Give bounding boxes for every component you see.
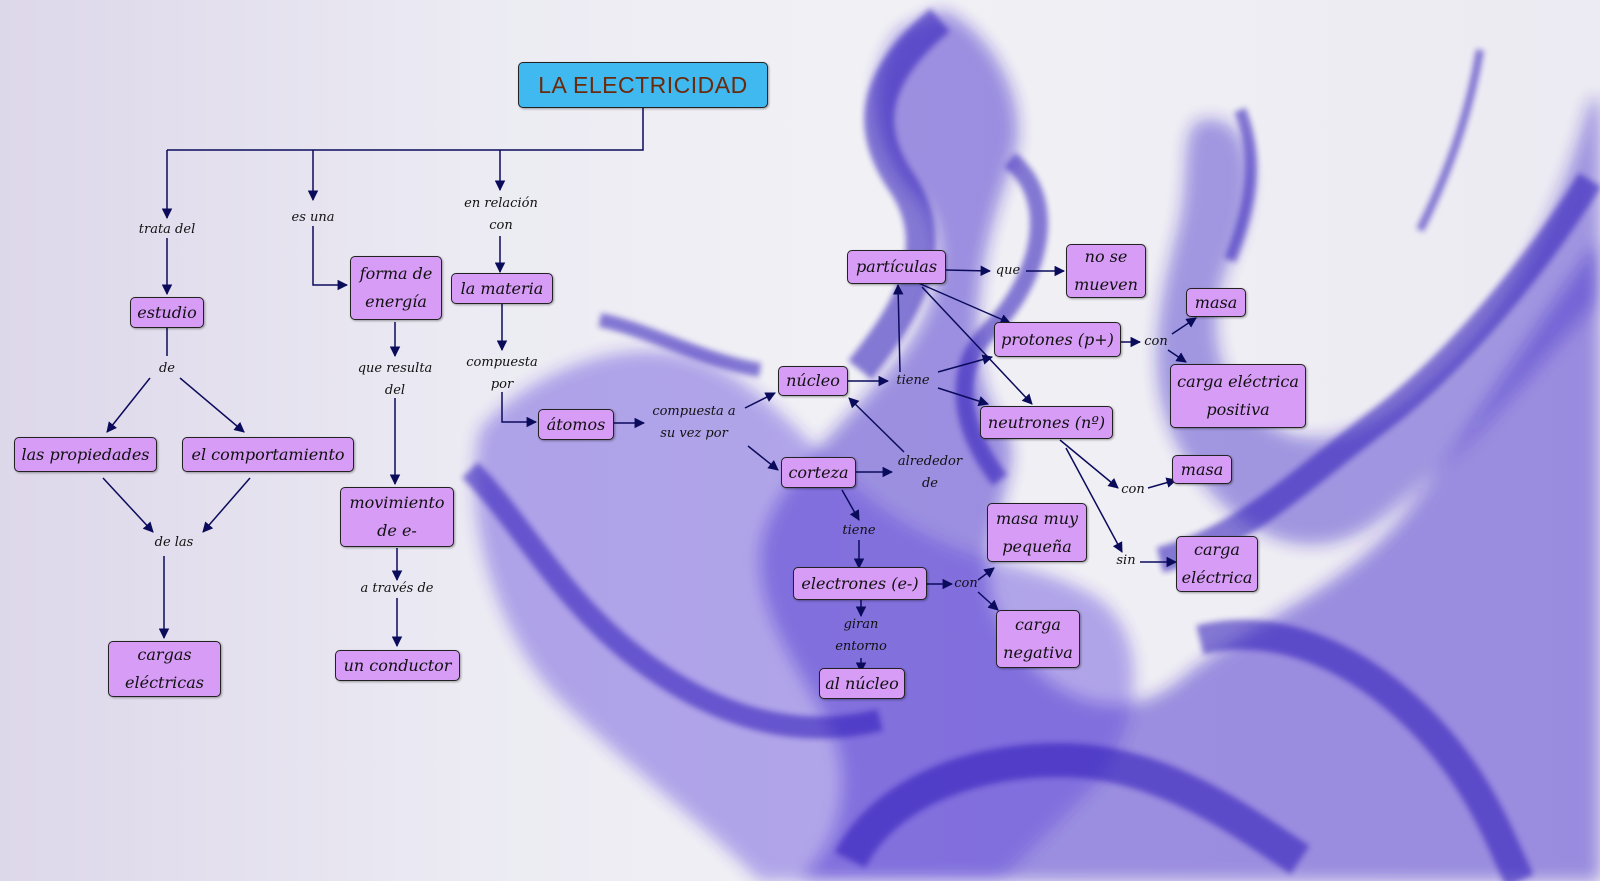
link-line: compuesta — [455, 352, 549, 374]
link-line: entorno — [826, 636, 896, 658]
link-line: alrededor — [888, 451, 972, 473]
link-tiene-nucleo: tiene — [888, 370, 938, 392]
root-node-la-electricidad[interactable]: LA ELECTRICIDAD — [518, 62, 768, 108]
node-corteza[interactable]: corteza — [781, 457, 856, 488]
node-label: cargas — [137, 641, 191, 669]
node-label: no se — [1085, 243, 1128, 271]
node-label: negativa — [1003, 639, 1073, 667]
link-de-las: de las — [140, 532, 208, 554]
link-sin: sin — [1112, 550, 1140, 572]
node-label: átomos — [547, 411, 606, 439]
node-label: movimiento — [349, 489, 444, 517]
node-label: carga — [1194, 536, 1240, 564]
node-label: carga — [1015, 611, 1061, 639]
node-atomos[interactable]: átomos — [538, 409, 614, 440]
node-label: mueven — [1074, 271, 1138, 299]
node-la-materia[interactable]: la materia — [451, 273, 553, 304]
node-label: eléctricas — [125, 669, 204, 697]
node-masa-protones[interactable]: masa — [1186, 288, 1246, 317]
node-label: electrones (e-) — [801, 570, 918, 598]
node-protones[interactable]: protones (p+) — [994, 322, 1121, 357]
node-electrones[interactable]: electrones (e-) — [793, 567, 927, 600]
link-line: del — [345, 380, 445, 402]
node-label: positiva — [1206, 396, 1269, 424]
node-label: la materia — [461, 275, 544, 303]
node-label: energía — [365, 288, 427, 316]
link-line: en relación — [452, 193, 550, 215]
node-un-conductor[interactable]: un conductor — [335, 650, 460, 681]
link-line: de — [888, 473, 972, 495]
node-label: las propiedades — [21, 441, 149, 469]
node-particulas[interactable]: partículas — [847, 250, 946, 284]
node-label: masa — [1195, 289, 1237, 317]
link-con-neutrones: con — [1116, 479, 1150, 501]
node-label: de e- — [377, 517, 417, 545]
node-label: estudio — [137, 299, 196, 327]
link-es-una: es una — [281, 207, 345, 229]
link-line: por — [455, 374, 549, 396]
link-trata-del: trata del — [130, 219, 204, 241]
link-a-traves-de: a través de — [350, 578, 444, 600]
node-label: protones (p+) — [1001, 326, 1114, 354]
node-label: corteza — [788, 459, 848, 487]
link-que: que — [990, 260, 1026, 282]
link-con-protones: con — [1140, 331, 1172, 353]
node-label: carga eléctrica — [1177, 368, 1299, 396]
node-al-nucleo[interactable]: al núcleo — [819, 668, 905, 699]
node-label: neutrones (nº) — [988, 409, 1105, 437]
node-estudio[interactable]: estudio — [130, 297, 204, 328]
node-las-propiedades[interactable]: las propiedades — [14, 437, 157, 472]
node-label: al núcleo — [825, 670, 899, 698]
node-label: masa muy — [996, 505, 1078, 533]
link-line: compuesta a — [640, 401, 748, 423]
link-line: con — [452, 215, 550, 237]
node-label: masa — [1181, 456, 1223, 484]
link-de: de — [152, 358, 182, 380]
node-label: partículas — [856, 253, 937, 281]
node-el-comportamiento[interactable]: el comportamiento — [182, 437, 354, 472]
node-label: el comportamiento — [191, 441, 344, 469]
link-line: giran — [826, 614, 896, 636]
node-label: núcleo — [786, 367, 840, 395]
link-line: su vez por — [640, 423, 748, 445]
link-con-electrones: con — [950, 573, 982, 595]
node-masa-neutrones[interactable]: masa — [1172, 455, 1232, 484]
node-label: eléctrica — [1182, 564, 1253, 592]
link-tiene-corteza: tiene — [834, 520, 884, 542]
node-nucleo[interactable]: núcleo — [778, 366, 848, 396]
node-label: pequeña — [1002, 533, 1072, 561]
node-label: un conductor — [344, 652, 452, 680]
link-line: que resulta — [345, 358, 445, 380]
node-label: forma de — [360, 260, 433, 288]
node-neutrones[interactable]: neutrones (nº) — [980, 406, 1113, 439]
